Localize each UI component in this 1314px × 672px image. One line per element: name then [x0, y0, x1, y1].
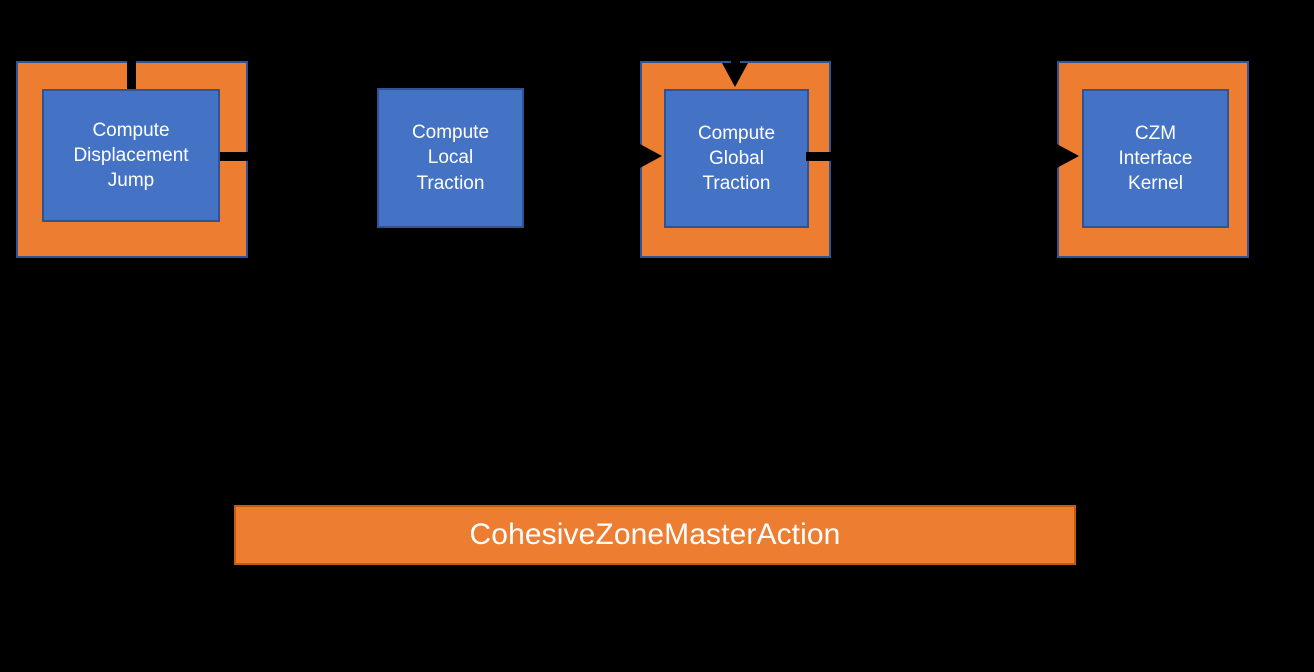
node-label-compute-global-traction: Compute Global Traction	[697, 122, 776, 195]
action-bar-cohesive-zone-master-action[interactable]: CohesiveZoneMasterAction	[234, 505, 1076, 565]
node-label-czm-interface-kernel: CZM Interface Kernel	[1118, 122, 1193, 195]
node-label-compute-displacement-jump: Compute Displacement Jump	[73, 119, 189, 192]
arrowhead-right-czm-kernel	[1055, 143, 1079, 169]
connector-local-traction-to-global-traction	[505, 152, 655, 161]
connector-top-stub-displacement-jump	[127, 61, 136, 91]
node-label-compute-local-traction: Compute Local Traction	[411, 122, 490, 194]
node-compute-local-traction[interactable]: Compute Local Traction	[377, 88, 524, 228]
arrowhead-down-global-traction	[722, 63, 748, 87]
arrowhead-right-global-traction	[638, 143, 662, 169]
connector-global-traction-to-czm-kernel	[806, 152, 1058, 161]
node-compute-global-traction[interactable]: Compute Global Traction	[664, 89, 809, 228]
connector-displacement-jump-to-local-traction	[217, 152, 417, 161]
connector-top-stub-global-traction	[731, 40, 740, 68]
node-czm-interface-kernel[interactable]: CZM Interface Kernel	[1082, 89, 1229, 228]
action-bar-label: CohesiveZoneMasterAction	[469, 518, 841, 551]
node-compute-displacement-jump[interactable]: Compute Displacement Jump	[42, 89, 220, 222]
